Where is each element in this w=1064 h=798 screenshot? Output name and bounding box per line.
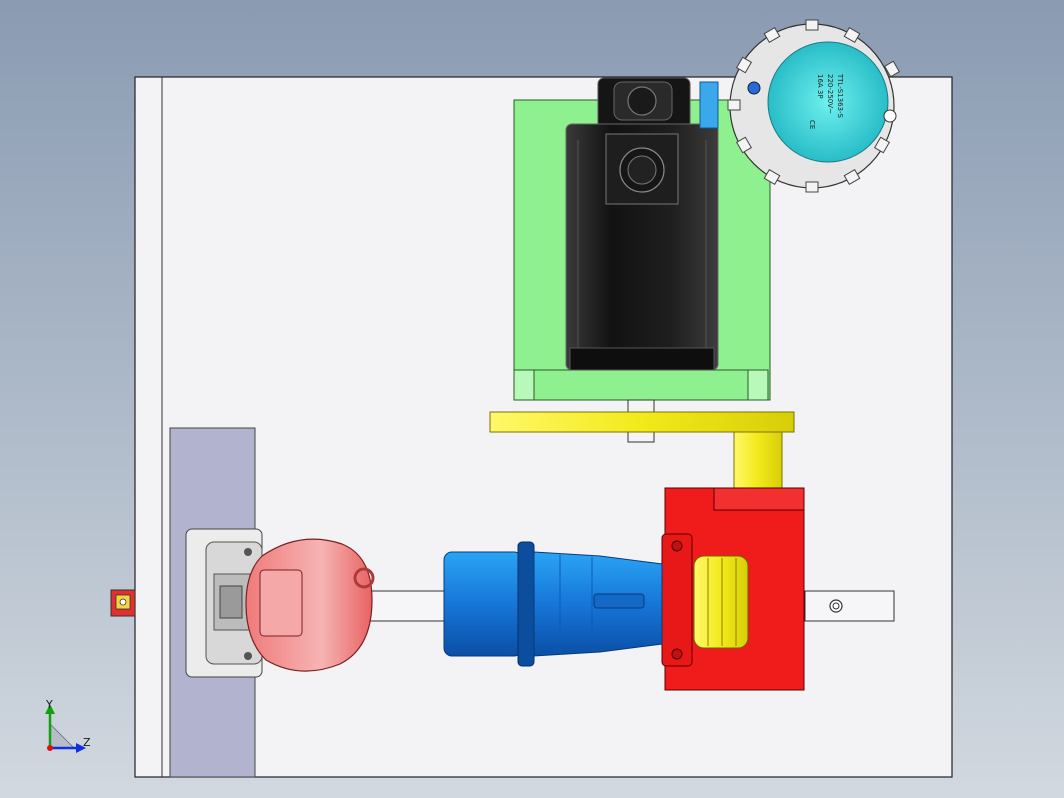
cable-gland[interactable] xyxy=(693,555,749,649)
coordinate-triad: Y Z xyxy=(45,698,91,753)
triad-y-label: Y xyxy=(45,698,53,711)
wall-socket[interactable] xyxy=(185,528,263,678)
socket-ce-mark: CE xyxy=(808,120,816,129)
socket-label-line3: 16A 3P xyxy=(816,74,824,99)
socket-label-line1: TTL-S1363-S xyxy=(836,73,844,119)
socket-teeth xyxy=(727,19,901,193)
edge-stopper[interactable] xyxy=(110,589,136,617)
socket-label: TTL-S1363-S 220-250V~ 16A 3P CE xyxy=(808,73,844,129)
red-socket-cover[interactable] xyxy=(245,538,375,672)
blue-industrial-plug[interactable] xyxy=(443,541,663,667)
horizontal-shaft[interactable] xyxy=(364,590,895,622)
cyan-round-socket[interactable]: TTL-S1363-S 220-250V~ 16A 3P CE xyxy=(727,19,901,193)
x-axis-dot xyxy=(47,745,53,751)
blue-pipe[interactable] xyxy=(699,81,719,129)
coupling-flange[interactable] xyxy=(489,411,795,491)
triad-z-label: Z xyxy=(83,736,91,749)
socket-label-line2: 220-250V~ xyxy=(826,74,834,114)
